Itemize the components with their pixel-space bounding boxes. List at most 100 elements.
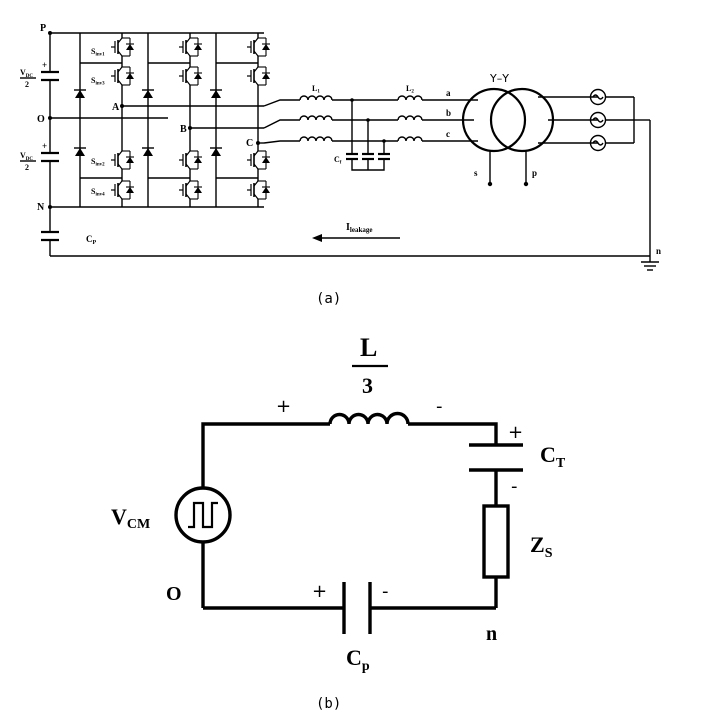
svg-text:2: 2 — [25, 80, 29, 89]
equivalent-circuit-wires — [201, 422, 498, 610]
inductor-plus-sign: + — [276, 396, 291, 417]
igbt-switch — [179, 150, 202, 170]
dc-bus-rails — [49, 32, 650, 257]
igbt-switch — [247, 37, 270, 57]
zs-label: ZS — [530, 532, 553, 561]
node-p-label: P — [40, 23, 46, 34]
inductor-l1-a — [299, 95, 333, 101]
cp-label-a: CP — [86, 234, 97, 246]
svg-text:VDC: VDC — [20, 68, 33, 79]
svg-text:VDC: VDC — [20, 151, 33, 162]
transformer-label: Y–Y — [489, 72, 509, 85]
p-label: p — [532, 168, 537, 178]
node-c-dot — [256, 141, 260, 145]
cp-label-b: Cp — [346, 645, 370, 674]
node-o-dot — [48, 116, 52, 120]
transformer-input-wires — [422, 99, 478, 142]
filter-wires — [332, 99, 398, 142]
parasitic-capacitor-cp — [41, 230, 59, 242]
inductor-l1-b — [299, 115, 333, 121]
vcm-square-wave-source-icon — [174, 486, 232, 544]
vdc-half-label-lower: VDC 2 — [20, 151, 36, 172]
phase-c-label: c — [446, 129, 450, 139]
inductor-l2-c — [397, 136, 423, 142]
clamp-diode — [142, 147, 154, 156]
inductor-l2-b — [397, 115, 423, 121]
vdc-half-label-upper: VDC 2 — [20, 68, 36, 89]
capacitor-ct — [469, 443, 523, 472]
node-b-dot — [188, 126, 192, 130]
inductor-l2-set — [397, 95, 423, 142]
ct-minus-sign: - — [511, 476, 518, 497]
plus-sign-upper: + — [42, 60, 47, 70]
clamp-diode — [210, 147, 222, 156]
dc-link-capacitor-lower — [41, 151, 59, 163]
inductor-denominator-label: 3 — [362, 373, 373, 398]
n-label-a: n — [656, 246, 661, 256]
igbt-switch — [247, 66, 270, 86]
inductor-numerator-label: L — [360, 333, 377, 362]
igbt-switch — [111, 180, 134, 200]
node-c-label: C — [246, 138, 253, 149]
ground-icon — [641, 256, 659, 271]
clamp-diodes — [74, 89, 222, 156]
capacitor-cp — [342, 582, 372, 634]
inductor-l1-set — [299, 95, 333, 142]
inductor-l1-c — [299, 136, 333, 142]
leakage-current-arrow-icon — [312, 234, 400, 242]
inverter-leg-a — [79, 33, 123, 207]
ac-source-icon — [589, 111, 607, 129]
clamp-diode — [210, 89, 222, 98]
transformer-output-wires — [538, 96, 598, 144]
transformer-y-y — [461, 87, 555, 187]
igbt-switch — [247, 150, 270, 170]
caption-b: (b) — [316, 696, 341, 712]
grid-ac-sources — [589, 88, 651, 256]
node-a-dot — [120, 104, 124, 108]
inductor-l2-a — [397, 95, 423, 101]
ct-label: CT — [540, 442, 566, 471]
igbt-switch — [179, 66, 202, 86]
panel-b-equivalent-circuit: L 3 + - + - CT ZS VCM O n + - Cp (b) — [111, 333, 566, 712]
phase-a-label: a — [446, 88, 451, 98]
caption-a: (a) — [316, 291, 341, 307]
panel-a-inverter-circuit: P O N A B C + + VDC 2 VDC 2 Sinv1 Sinv3 … — [20, 23, 661, 307]
cf-label: Cf — [334, 155, 342, 166]
inverter-leg-b — [147, 33, 191, 207]
l2-label: L2 — [406, 84, 414, 95]
leakage-current-label: Ileakage — [346, 222, 372, 234]
phase-b-label: b — [446, 108, 451, 118]
dc-link-capacitor-upper — [41, 70, 59, 82]
s-label: s — [474, 168, 478, 178]
igbt-switches — [111, 37, 270, 200]
plus-sign-lower: + — [42, 141, 47, 151]
igbt-switch — [111, 37, 134, 57]
clamp-diode — [74, 89, 86, 98]
switch-label-inv1: Sinv1 — [91, 47, 105, 58]
node-n-dot — [48, 205, 52, 209]
inductor-l-over-3 — [328, 411, 410, 425]
igbt-switch — [111, 150, 134, 170]
inductor-minus-sign: - — [436, 396, 443, 417]
node-p-dot — [48, 31, 52, 35]
switch-label-inv2: Sinv2 — [91, 157, 105, 168]
node-a-label: A — [112, 102, 120, 113]
ct-plus-sign: + — [508, 422, 523, 443]
igbt-switch — [179, 37, 202, 57]
clamp-diode — [142, 89, 154, 98]
cp-minus-sign: - — [382, 581, 389, 602]
phase-output-wires — [122, 99, 300, 144]
inverter-leg-c — [215, 33, 259, 207]
impedance-zs — [482, 504, 510, 579]
l1-label: L1 — [312, 84, 320, 95]
switch-label-inv4: Sinv4 — [91, 187, 105, 198]
filter-capacitors-cf — [346, 98, 390, 171]
cp-plus-sign: + — [312, 581, 327, 602]
ac-source-icon — [589, 88, 607, 106]
inverter-legs — [79, 33, 259, 207]
igbt-switch — [247, 180, 270, 200]
switch-label-inv3: Sinv3 — [91, 76, 105, 87]
vcm-label: VCM — [111, 504, 150, 532]
